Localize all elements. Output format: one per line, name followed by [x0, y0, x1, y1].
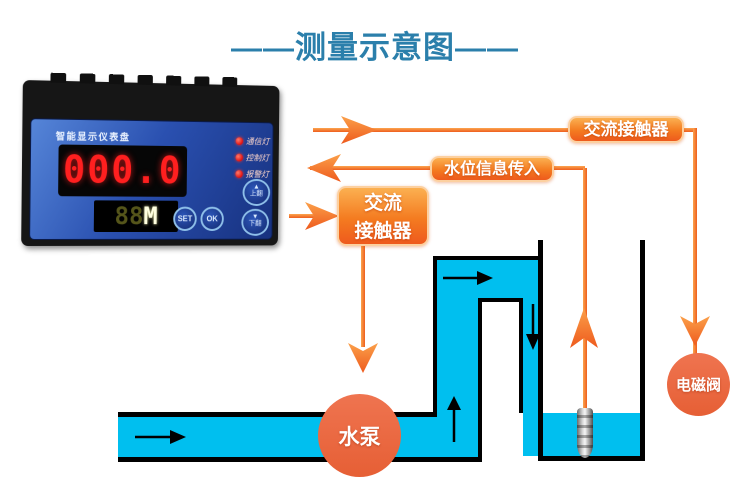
- up-button-label: 上翻: [249, 190, 263, 198]
- sub-display-unit: M: [143, 201, 158, 231]
- down-arrow-icon: ▼: [252, 213, 259, 221]
- led-display-value: 000.0: [62, 147, 183, 192]
- tank-bottom: [538, 456, 645, 461]
- valve-line-arrowhead-right: [341, 116, 377, 144]
- pump-control-line-stub: [289, 214, 315, 218]
- led-display: 000.0: [58, 144, 188, 197]
- pump-control-line-vertical: [361, 243, 365, 347]
- ac-contactor-left-line1: 交流: [363, 193, 402, 214]
- valve-line-arrowhead-down: [680, 316, 710, 346]
- control-led-dot: [235, 153, 243, 162]
- page-down-button: ▼ 下翻: [241, 208, 270, 236]
- panel-brand-label: 智能显示仪表盘: [55, 131, 131, 144]
- alarm-led-dot: [235, 170, 243, 178]
- pipe-border-top: [118, 412, 437, 417]
- down-button-label: 下翻: [248, 220, 262, 228]
- sub-display: 88M: [93, 200, 179, 232]
- valve-control-line-horizontal: [313, 128, 697, 132]
- page-up-button: ▲ 上翻: [242, 178, 271, 206]
- descender-left-wall: [519, 298, 523, 413]
- flow-arrow-down-descender: [526, 304, 540, 350]
- control-light-indicator: 控制灯: [235, 152, 269, 164]
- set-button: SET: [173, 206, 197, 231]
- tank-wall-left: [538, 240, 543, 461]
- ac-contactor-label-left: 交流 接触器: [337, 186, 429, 246]
- riser-outer-wall: [433, 256, 437, 417]
- ac-contactor-left-line2: 接触器: [354, 221, 412, 242]
- pump-control-arrowhead-down: [348, 343, 378, 373]
- water-level-info-label: 水位信息传入: [430, 156, 554, 182]
- flow-arrow-right-arch: [443, 271, 493, 285]
- solenoid-valve-circle: 电磁阀: [667, 353, 730, 416]
- valve-control-line-vertical: [693, 128, 697, 354]
- arch-top-border: [433, 256, 542, 260]
- instrument-device: 智能显示仪表盘 000.0 88M 通信灯 控制灯 报警灯 SET OK: [21, 72, 280, 247]
- riser-inner-wall: [478, 298, 482, 462]
- ok-button: OK: [200, 206, 224, 231]
- ac-contactor-label-right: 交流接触器: [568, 116, 684, 143]
- flow-arrow-right-inlet: [135, 430, 186, 444]
- page-title: ——测量示意图——: [231, 30, 519, 65]
- sub-display-dim-digits: 88: [114, 201, 144, 231]
- arch-inner-border: [478, 298, 523, 302]
- instrument-panel: 智能显示仪表盘 000.0 88M 通信灯 控制灯 报警灯 SET OK: [29, 118, 274, 240]
- pipe-border-bottom: [118, 457, 482, 462]
- control-light-label: 控制灯: [245, 152, 270, 163]
- tank-wall-right: [640, 240, 645, 461]
- alarm-light-indicator: 报警灯: [235, 168, 269, 180]
- comm-light-label: 通信灯: [245, 136, 270, 147]
- comm-led-dot: [235, 137, 244, 146]
- flow-arrow-up-riser: [447, 396, 461, 442]
- level-sensor-probe: [577, 408, 593, 458]
- mounting-clips: [23, 72, 280, 87]
- comm-light-indicator: 通信灯: [235, 135, 270, 147]
- pump-control-arrowhead-right: [305, 202, 339, 230]
- sensor-cable-vertical: [583, 168, 587, 412]
- sensor-line-arrowhead-up: [570, 308, 598, 348]
- sensor-signal-arrowhead-left: [307, 154, 341, 182]
- pump-circle: 水泵: [318, 394, 401, 477]
